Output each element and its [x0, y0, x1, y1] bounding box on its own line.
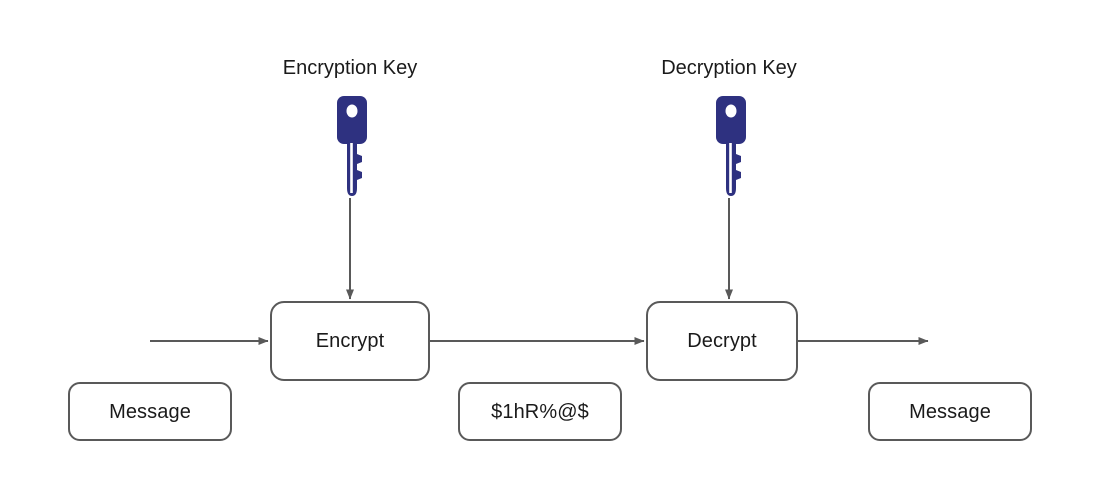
- decryption-key-label: Decryption Key: [661, 57, 797, 79]
- ciphertext-label: $1hR%@$: [491, 400, 589, 423]
- message-input-node[interactable]: Message: [68, 382, 232, 441]
- decrypt-node[interactable]: Decrypt: [646, 301, 798, 381]
- key-icon: [716, 96, 746, 196]
- encrypt-node[interactable]: Encrypt: [270, 301, 430, 381]
- message-output-label: Message: [909, 400, 991, 423]
- message-output-node[interactable]: Message: [868, 382, 1032, 441]
- key-icon: [337, 96, 367, 196]
- message-input-label: Message: [109, 400, 191, 423]
- ciphertext-node[interactable]: $1hR%@$: [458, 382, 622, 441]
- encrypt-node-label: Encrypt: [315, 330, 385, 352]
- decrypt-node-label: Decrypt: [687, 330, 757, 352]
- encryption-key-label: Encryption Key: [282, 57, 418, 79]
